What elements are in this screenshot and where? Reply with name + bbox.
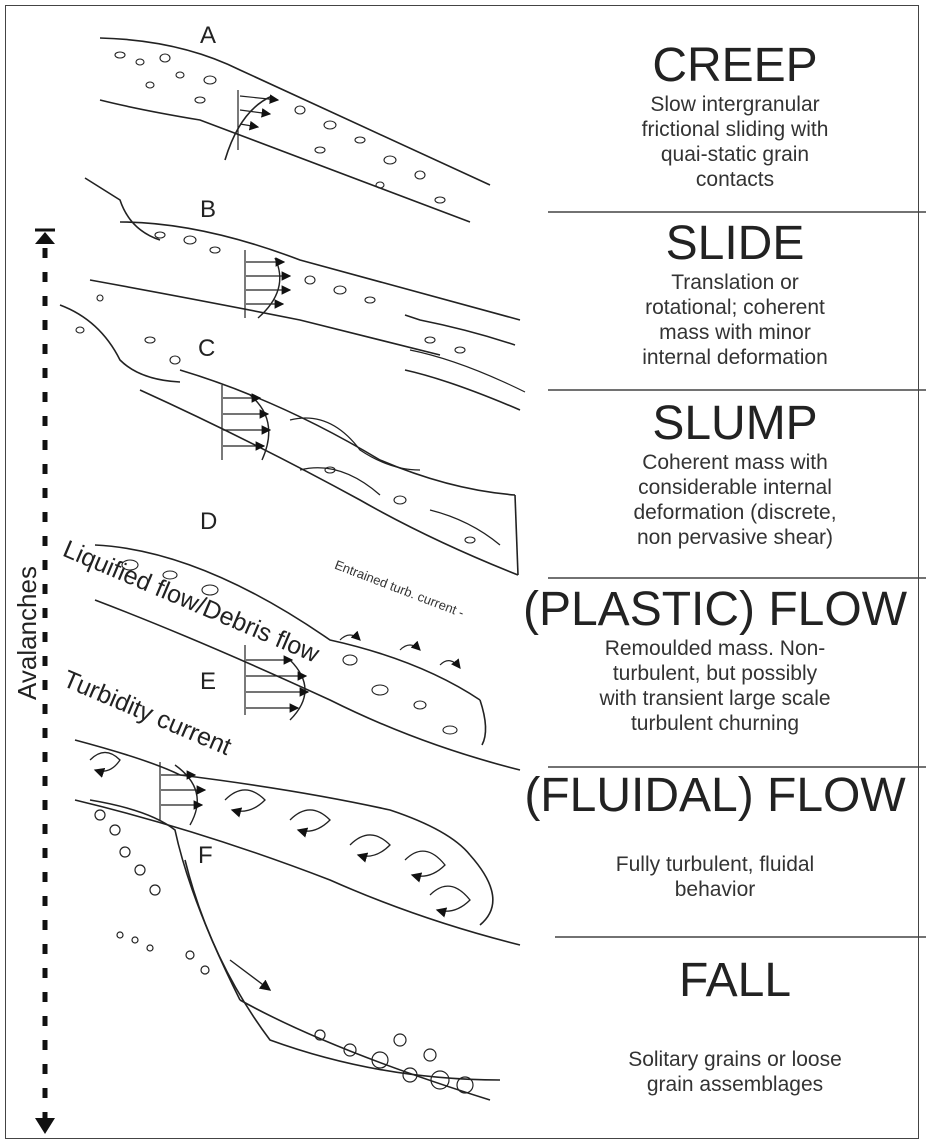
class-fall-desc-line: Solitary grains or loose	[550, 1047, 920, 1072]
class-slide-desc-line: Translation or	[550, 270, 920, 295]
panel-b-top-boundary	[120, 222, 520, 320]
class-creep-title: CREEP	[550, 40, 920, 92]
class-slump-desc-line: Coherent mass with	[550, 450, 920, 475]
panel-f-slope-top	[185, 860, 500, 1080]
class-slump-desc-line: non pervasive shear)	[550, 525, 920, 550]
class-fluidal-flow-desc-line: behavior	[510, 877, 920, 902]
panel-e-top-left	[75, 740, 180, 775]
class-plastic-flow-desc-line: Remoulded mass. Non-	[510, 636, 920, 661]
class-slide-desc-line: internal deformation	[550, 345, 920, 370]
panel-b-scarp	[85, 178, 160, 240]
panel-b-toe-top	[405, 315, 515, 345]
class-slide-desc-line: mass with minor	[550, 320, 920, 345]
class-fluidal-flow-desc-line: Fully turbulent, fluidal	[510, 852, 920, 877]
class-fluidal-flow-title: (FLUIDAL) FLOW	[510, 770, 920, 822]
class-plastic-flow-title: (PLASTIC) FLOW	[510, 584, 920, 636]
class-fall-desc-line: grain assemblages	[550, 1072, 920, 1097]
class-creep-desc-line: quai-static grain	[550, 142, 920, 167]
class-slide-title: SLIDE	[550, 218, 920, 270]
panel-letter-d: D	[200, 508, 217, 536]
panel-c-scarp	[60, 305, 180, 382]
panel-e-sketch	[75, 740, 520, 945]
class-slide: SLIDE Translation or rotational; coheren…	[550, 218, 920, 370]
panel-a-shear-curve	[225, 96, 272, 160]
avalanche-arrow-bottom-head	[35, 1118, 55, 1134]
panel-c-base	[140, 390, 518, 575]
class-creep-desc-line: frictional sliding with	[550, 117, 920, 142]
panel-b-toe-base	[405, 370, 520, 410]
class-plastic-flow: (PLASTIC) FLOW Remoulded mass. Non- turb…	[510, 584, 920, 736]
panel-letter-c: C	[198, 335, 215, 363]
panel-b-base	[90, 280, 440, 355]
panel-letter-b: B	[200, 196, 216, 224]
class-fall: FALL Solitary grains or loose grain asse…	[550, 955, 920, 1097]
class-plastic-flow-desc-line: turbulent churning	[510, 711, 920, 736]
panel-d-front	[480, 700, 486, 745]
class-plastic-flow-desc-line: turbulent, but possibly	[510, 661, 920, 686]
class-creep-desc-line: Slow intergranular	[550, 92, 920, 117]
class-slump: SLUMP Coherent mass with considerable in…	[550, 398, 920, 550]
panel-a-sketch	[100, 38, 490, 222]
class-fluidal-flow: (FLUIDAL) FLOW Fully turbulent, fluidal …	[510, 770, 920, 902]
class-slump-desc-line: deformation (discrete,	[550, 500, 920, 525]
panel-f-sketch	[90, 800, 500, 1100]
class-slump-desc-line: considerable internal	[550, 475, 920, 500]
avalanches-label: Avalanches	[12, 566, 43, 700]
class-creep-desc-line: contacts	[550, 167, 920, 192]
panel-letter-a: A	[200, 22, 216, 50]
avalanche-arrow-top-head	[35, 232, 55, 244]
panel-f-slope-base	[240, 1000, 490, 1100]
class-plastic-flow-desc-line: with transient large scale	[510, 686, 920, 711]
class-slump-title: SLUMP	[550, 398, 920, 450]
class-slide-desc-line: rotational; coherent	[550, 295, 920, 320]
class-creep: CREEP Slow intergranular frictional slid…	[550, 40, 920, 192]
panel-b-sketch	[85, 178, 525, 410]
panel-letter-e: E	[200, 668, 216, 696]
panel-c-toe	[515, 495, 518, 575]
panel-e-front	[470, 855, 493, 925]
class-fall-title: FALL	[550, 955, 920, 1007]
panel-a-base	[100, 100, 470, 222]
panel-e-base	[75, 800, 520, 945]
panel-letter-f: F	[198, 842, 213, 870]
panel-f-cliff	[90, 800, 240, 1000]
panel-c-sketch	[60, 305, 518, 575]
